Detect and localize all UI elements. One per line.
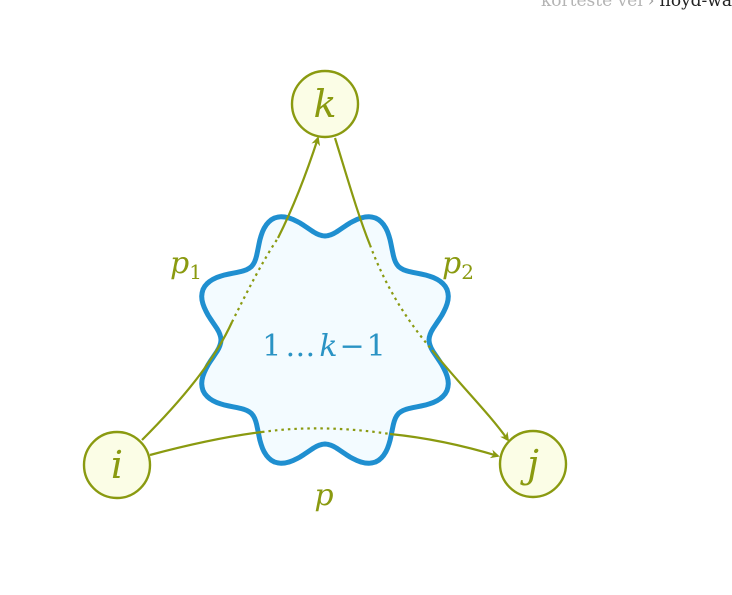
path-p-edge-dotted [261, 427, 391, 436]
path-p1-edge-dotted [231, 237, 279, 323]
path-p1-edge [141, 321, 234, 441]
path-p-edge [149, 430, 263, 457]
breadcrumb: korteste vei › floyd-wa [541, 0, 732, 11]
region-label-dots: … [285, 329, 315, 364]
label-p2: p2 [442, 246, 474, 284]
region-label-start: 1 [262, 329, 281, 364]
region-label: 1…k−1 [262, 329, 386, 364]
label-p1: p1 [170, 246, 202, 284]
node-i-label: i [111, 443, 123, 487]
node-i: i [82, 430, 152, 500]
label-p1-sub: 1 [189, 260, 202, 284]
breadcrumb-separator: › [647, 0, 655, 11]
label-p2-main: p [442, 246, 461, 281]
breadcrumb-previous[interactable]: korteste vei [541, 0, 643, 11]
path-p2-edge-end [431, 349, 510, 442]
path-p1-edge-end [277, 136, 321, 239]
breadcrumb-current: floyd-wa [659, 0, 732, 11]
intermediate-vertices-region [199, 214, 451, 466]
label-p2-sub: 2 [461, 260, 474, 284]
label-p: p [314, 478, 333, 513]
node-k-label: k [313, 82, 336, 126]
path-p2-edge-dotted [368, 244, 433, 351]
region-label-k: k [319, 329, 337, 364]
region-label-minus: − [340, 329, 365, 364]
node-k: k [290, 69, 360, 139]
path-p2-edge [333, 137, 372, 246]
label-p1-main: p [170, 246, 189, 281]
path-p-edge-end [389, 432, 500, 459]
node-j: j [498, 429, 568, 499]
region-label-one: 1 [367, 329, 386, 364]
